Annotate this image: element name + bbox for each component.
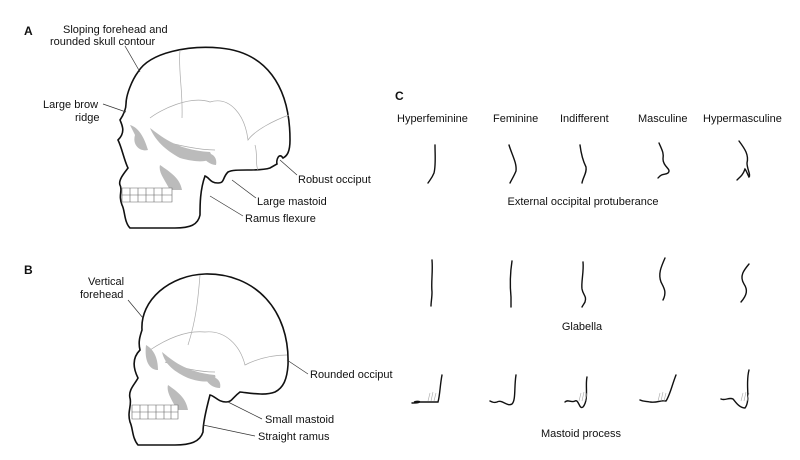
- skull-shaded-regions: [145, 345, 221, 410]
- mastoid-curve-masculine: [639, 374, 677, 403]
- panel-c-letter: C: [395, 89, 404, 103]
- label-forehead: forehead: [80, 289, 123, 301]
- glabella-curve-hypermasculine: [740, 263, 750, 303]
- leader-line: [102, 103, 127, 113]
- glabella-curve-masculine: [659, 257, 666, 301]
- mastoid-hatching: [578, 391, 588, 402]
- occipital-protuberance-curve-indifferent: [579, 144, 587, 184]
- teeth: [121, 187, 173, 203]
- glabella-curve-hyperfeminine: [430, 259, 433, 307]
- label-rounded-skull-contour: rounded skull contour: [50, 36, 156, 48]
- row-label-external-occipital-protuberance: External occipital protuberance: [507, 196, 658, 208]
- male-skull-drawing: [117, 46, 291, 229]
- mastoid-hatching: [740, 391, 750, 402]
- label-vertical: Vertical: [88, 276, 124, 288]
- panel-a-letter: A: [24, 24, 33, 38]
- panel-a: A Sloping forehead and rounded skull con…: [24, 24, 371, 229]
- mastoid-hatching: [657, 391, 667, 402]
- leader-line: [202, 424, 256, 437]
- mastoid-curve-feminine: [489, 374, 517, 406]
- profile-curves: [411, 140, 751, 409]
- label-ridge: ridge: [75, 112, 99, 124]
- label-large-mastoid: Large mastoid: [257, 196, 327, 208]
- leader-line: [231, 179, 257, 199]
- mastoid-hatching: [427, 391, 437, 402]
- mastoid-curve-hyperfeminine: [411, 374, 443, 404]
- mastoid-curve-hypermasculine: [720, 369, 750, 409]
- leader-line: [124, 45, 141, 73]
- glabella-curve-indifferent: [581, 261, 587, 308]
- column-header-hyperfeminine: Hyperfeminine: [397, 113, 468, 125]
- occipital-protuberance-curve-hypermasculine: [736, 140, 751, 181]
- leader-line: [286, 359, 309, 375]
- skull-sutures: [149, 49, 290, 171]
- leader-line: [209, 195, 244, 217]
- skull-shaded-regions: [130, 125, 217, 190]
- label-straight-ramus: Straight ramus: [258, 431, 330, 443]
- skull-outline: [117, 46, 291, 229]
- occipital-protuberance-curve-hyperfeminine: [427, 144, 436, 184]
- label-rounded-occiput: Rounded occiput: [310, 369, 393, 381]
- column-header-feminine: Feminine: [493, 113, 538, 125]
- row-label-glabella: Glabella: [562, 321, 603, 333]
- leader-line: [127, 299, 144, 319]
- panel-b: B Vertical forehead Rounded occiput Smal…: [24, 263, 393, 446]
- label-sloping-forehead: Sloping forehead and: [63, 24, 168, 36]
- mastoid-curve-indifferent: [564, 376, 588, 409]
- column-header-hypermasculine: Hypermasculine: [703, 113, 782, 125]
- row-label-mastoid-process: Mastoid process: [541, 428, 622, 440]
- column-header-masculine: Masculine: [638, 113, 688, 125]
- leader-line: [227, 401, 263, 420]
- leader-line: [279, 159, 298, 176]
- column-header-indifferent: Indifferent: [560, 113, 609, 125]
- teeth: [131, 404, 179, 420]
- female-skull-drawing: [128, 273, 289, 446]
- skull-outline: [128, 273, 289, 446]
- occipital-protuberance-curve-feminine: [508, 144, 517, 184]
- label-robust-occiput: Robust occiput: [298, 174, 371, 186]
- occipital-protuberance-curve-masculine: [657, 142, 670, 179]
- label-large-brow: Large brow: [43, 99, 98, 111]
- panel-c: C Hyperfeminine Feminine Indifferent Mas…: [395, 89, 782, 440]
- panel-b-letter: B: [24, 263, 33, 277]
- label-small-mastoid: Small mastoid: [265, 414, 334, 426]
- glabella-curve-feminine: [509, 260, 513, 308]
- label-ramus-flexure: Ramus flexure: [245, 213, 316, 225]
